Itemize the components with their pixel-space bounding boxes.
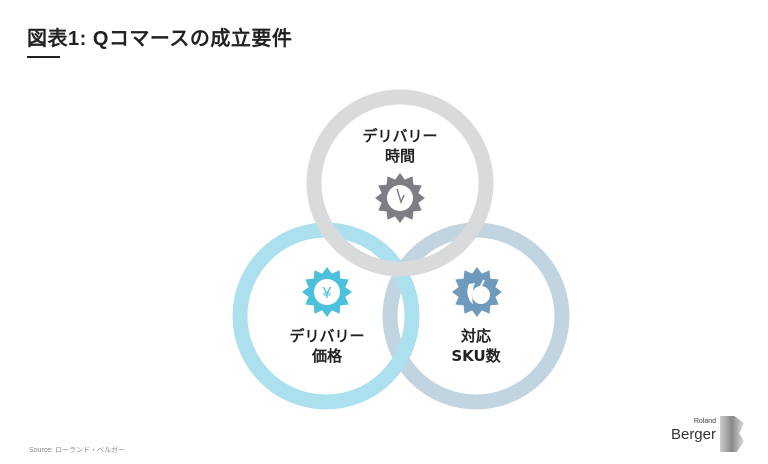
- label-sku-line1: 対応: [460, 327, 491, 345]
- roland-berger-logo: Roland Berger: [671, 416, 744, 452]
- yen-symbol: ¥: [322, 285, 332, 302]
- label-price-line1: デリバリー: [289, 327, 364, 345]
- title-underline: [27, 56, 60, 58]
- label-price-line2: 価格: [311, 347, 343, 365]
- page-title: 図表1: Qコマースの成立要件: [27, 28, 293, 50]
- label-time-line1: デリバリー: [362, 127, 437, 145]
- label-time-line2: 時間: [385, 147, 415, 165]
- label-sku-line2: SKU数: [451, 347, 501, 365]
- logo-bottom-text: Berger: [670, 426, 716, 443]
- produce-icon: [452, 267, 502, 317]
- source-note: Source: ローランド・ベルガー: [29, 447, 125, 454]
- logo-b-mark: [720, 416, 744, 452]
- clock-icon: [375, 173, 425, 223]
- yen-icon: ¥: [302, 267, 352, 317]
- logo-top-text: Roland: [693, 418, 716, 425]
- circle-time-ring: [306, 89, 494, 277]
